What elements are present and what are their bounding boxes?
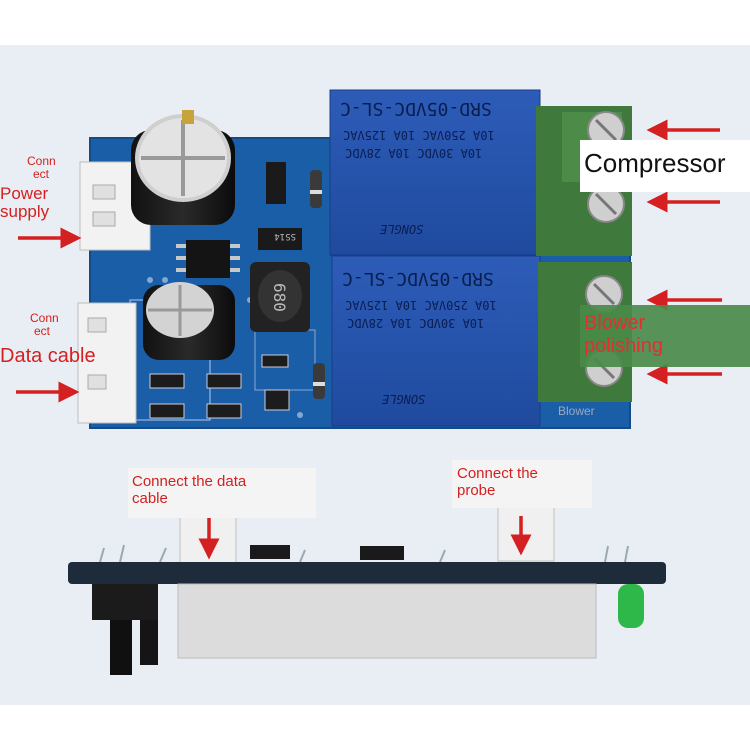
axial-diode-top [310, 170, 322, 208]
power-supply-label: Power supply [0, 184, 50, 221]
relay-top [329, 89, 541, 256]
relay-top-rating-2: 10A 30VDC 10A 28VDC [345, 146, 483, 160]
axial-diode-bottom [313, 363, 325, 399]
relay-bottom-rating-2: 10A 30VDC 10A 28VDC [347, 316, 485, 330]
svg-text:SS14: SS14 [274, 231, 296, 241]
relay-bottom-brand: SONGLE [382, 392, 426, 406]
compressor-label: Compressor [584, 148, 726, 178]
diode-ss14 [258, 228, 302, 250]
ic-chip [186, 240, 230, 278]
connect-data-label: Connect the data cable [132, 473, 247, 508]
ss34-component [266, 162, 286, 204]
data-connect-label: Conn ect [30, 311, 59, 339]
relay-bottom [331, 255, 541, 427]
blower-polishing-label: Blower polishing [584, 312, 663, 357]
compressor-label-box [580, 140, 750, 192]
data-cable-label: Data cable [0, 345, 96, 367]
connect-probe-label: Connect the probe [457, 465, 538, 500]
large-capacitor [131, 110, 235, 225]
blower-small-label: Blower [558, 404, 595, 418]
connect-data-box [128, 468, 316, 518]
arrows [16, 119, 722, 560]
relay-bottom-rating-1: 10A 250VAC 10A 125VAC [345, 298, 497, 312]
relay-top-model: SRD-05VDC-SL-C [340, 98, 492, 119]
relay-bottom-model: SRD-05VDC-SL-C [342, 268, 494, 289]
svg-text:680: 680 [270, 283, 289, 312]
connect-probe-box [452, 460, 592, 508]
small-capacitor [143, 282, 235, 360]
inductor: 680 [250, 262, 310, 332]
relay-top-brand: SONGLE [380, 222, 424, 236]
relay-top-rating-1: 10A 250VAC 10A 125VAC [343, 128, 495, 142]
blower-label-box [580, 305, 750, 367]
side-view-board [68, 504, 666, 675]
power-connect-label: Conn ect [27, 154, 56, 182]
